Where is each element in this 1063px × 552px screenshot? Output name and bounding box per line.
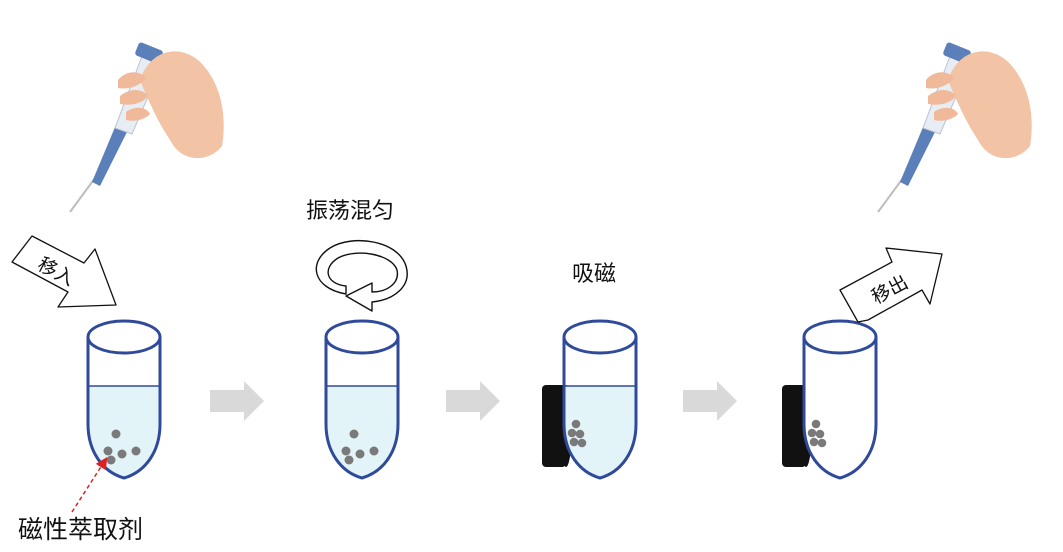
particles-bottom xyxy=(341,429,379,465)
particles-side xyxy=(567,419,587,448)
adsorb-label: 吸磁 xyxy=(572,262,616,287)
particles-side xyxy=(807,419,827,448)
pipette-hand-right xyxy=(877,42,1032,213)
flow-arrow-2 xyxy=(446,381,500,421)
move-in-arrow: 移入 xyxy=(11,235,117,308)
sorbent-label: 磁性萃取剂 xyxy=(18,515,143,544)
tube-step-3 xyxy=(562,319,638,480)
sorbent-pointer xyxy=(71,456,108,513)
tube-step-4 xyxy=(802,319,878,480)
tube-step-1 xyxy=(86,319,162,480)
pipette-hand-left xyxy=(69,42,224,213)
flow-arrow-1 xyxy=(210,381,264,421)
rotate-icon xyxy=(315,240,408,312)
particles-bottom xyxy=(103,429,141,465)
move-out-arrow: 移出 xyxy=(839,247,943,323)
tube-step-2 xyxy=(324,319,400,480)
flow-arrow-3 xyxy=(683,381,737,421)
shake-mix-label: 振荡混匀 xyxy=(306,199,394,224)
